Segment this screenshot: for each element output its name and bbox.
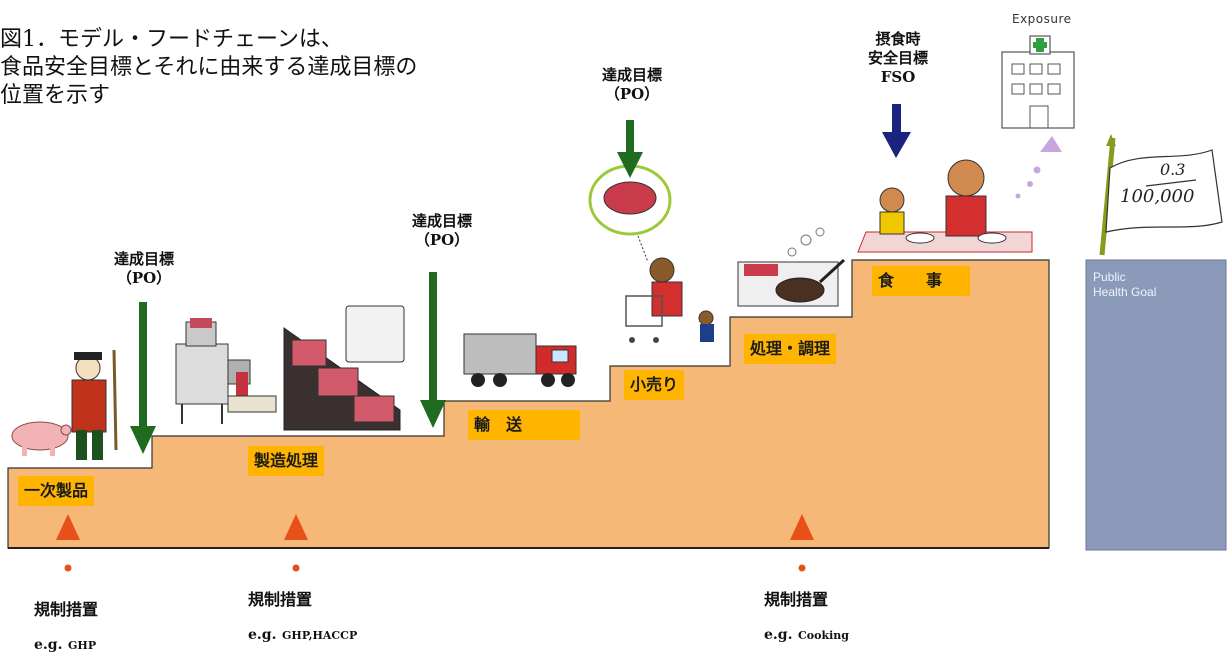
regulation-2: 規制措置 e.g. GHP,HACCP [248,586,357,643]
stage-preparation: 処理・調理 [744,334,837,364]
exposure-label: Exposure [1012,12,1072,26]
regulation-1-example: e.g. GHP [34,634,98,653]
public-health-goal-box [1085,259,1227,551]
regulation-1: 規制措置 e.g. GHP [34,596,98,653]
po-arrow-3 [617,120,643,178]
truck-icon [463,333,577,387]
regulation-3-eg-prefix: e.g. [764,627,793,643]
public-health-goal-label: Public Health Goal [1093,270,1156,300]
stage-primary-production: 一次製品 [18,476,95,506]
title-line-1: 図1．モデル・フードチェーンは、 [0,27,343,52]
regulation-1-eg-text: GHP [68,639,97,652]
dining-table-icon [857,159,1033,253]
regulation-arrow-1 [56,514,80,572]
regulation-2-title: 規制措置 [248,590,313,609]
flag-numerator: 0.3 [1160,160,1186,179]
po-2-line-2: （PO） [414,231,470,249]
po-3-line-1: 達成目標 [601,66,662,84]
fso-line-2: 安全目標 [867,49,928,67]
regulation-2-eg-text: GHP,HACCP [282,629,358,642]
title-line-2: 食品安全目標とそれに由来する達成目標の [0,55,418,80]
pig-icon [11,421,72,456]
regulation-2-eg-prefix: e.g. [248,627,277,643]
po-3-line-2: （PO） [604,85,660,103]
fso-label: 摂食時 安全目標 FSO [850,30,946,87]
staircase [7,259,1050,549]
stage-processing: 製造処理 [248,446,325,476]
regulation-1-title: 規制措置 [34,600,99,619]
phg-line-2: Health Goal [1093,285,1157,299]
po-1-line-1: 達成目標 [113,250,174,268]
po-label-2: 達成目標 （PO） [394,212,490,250]
regulation-3-eg-text: Cooking [798,629,849,642]
po-1-line-2: （PO） [116,269,172,287]
regulation-arrow-3 [790,514,814,572]
regulation-3: 規制措置 e.g. Cooking [764,586,849,643]
packaged-meat-icon [283,305,405,431]
hospital-icon [1001,35,1075,129]
goal-flag-icon [1099,134,1223,256]
po-2-line-1: 達成目標 [411,212,472,230]
regulation-2-example: e.g. GHP,HACCP [248,624,357,643]
fso-line-1: 摂食時 [875,30,921,48]
po-arrow-1 [130,302,156,454]
title-line-3: 位置を示す [0,83,111,108]
farmer-icon [71,349,118,460]
po-label-1: 達成目標 （PO） [96,250,192,288]
processing-machine-icon [175,318,277,424]
regulation-3-example: e.g. Cooking [764,624,849,643]
po-label-3: 達成目標 （PO） [584,66,680,104]
regulation-1-eg-prefix: e.g. [34,637,63,653]
regulation-arrow-2 [284,514,308,572]
stage-meal: 食 事 [872,266,970,296]
stage-retail: 小売り [624,370,685,400]
cooking-pan-icon [737,227,846,307]
figure-title: 図1．モデル・フードチェーンは、 食品安全目標とそれに由来する達成目標の 位置を… [0,26,417,110]
phg-line-1: Public [1093,270,1126,284]
exposure-arrow-icon [1015,136,1062,199]
regulation-3-title: 規制措置 [764,590,829,609]
shopper-icon [625,257,714,343]
po-arrow-2 [420,272,446,428]
meat-package-icon [588,164,672,263]
fso-arrow [882,104,911,158]
fso-line-3: FSO [880,68,916,86]
stage-transport: 輸 送 [468,410,580,440]
flag-denominator: 100,000 [1120,186,1195,207]
